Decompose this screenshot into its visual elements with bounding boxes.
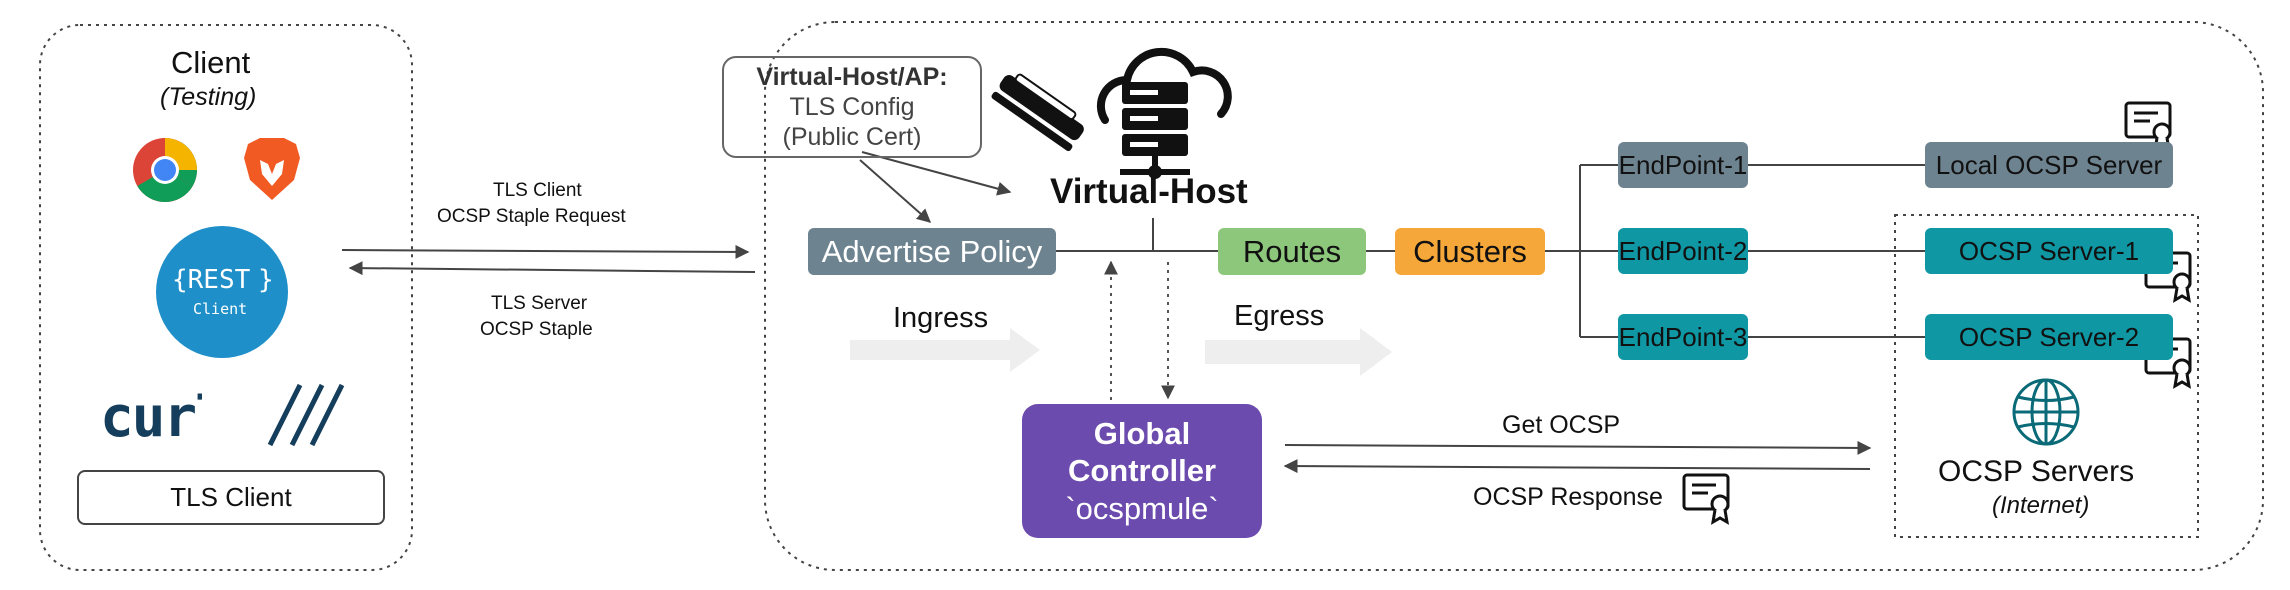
client-subtitle: (Testing) — [160, 83, 257, 111]
endpoint-2-label: EndPoint-2 — [1618, 235, 1748, 266]
server-cloud-icon — [1096, 47, 1232, 179]
client-title: Client — [171, 45, 251, 80]
get-ocsp-label: Get OCSP — [1502, 411, 1621, 439]
request-label-1: TLS Client — [493, 180, 582, 201]
clusters-label: Clusters — [1413, 233, 1527, 269]
endpoint-3-box: EndPoint-3 — [1618, 314, 1748, 360]
clusters-box: Clusters — [1395, 228, 1545, 275]
ingress-flow-arrow — [850, 328, 1040, 372]
controller-line3: `ocspmule` — [1065, 490, 1219, 526]
advertise-policy-label: Advertise Policy — [821, 233, 1043, 269]
rest-logo-brace-right: } — [258, 265, 274, 295]
endpoint-1-label: EndPoint-1 — [1618, 149, 1748, 180]
ocsp-server-2-box: OCSP Server-2 — [1925, 314, 2173, 360]
request-label-2: OCSP Staple Request — [437, 206, 626, 227]
local-ocsp-server-box: Local OCSP Server — [1925, 142, 2173, 188]
virtual-host-title: Virtual-Host — [1050, 172, 1248, 211]
advertise-policy-box: Advertise Policy — [808, 228, 1056, 275]
egress-flow-arrow — [1205, 328, 1392, 376]
vhost-config-box: Virtual-Host/AP: TLS Config (Public Cert… — [722, 56, 982, 158]
global-controller-box: Global Controller `ocspmule` — [1022, 404, 1262, 538]
controller-line2: Controller — [1067, 453, 1217, 489]
routes-label: Routes — [1242, 233, 1342, 269]
endpoint-2-box: EndPoint-2 — [1618, 228, 1748, 274]
brave-icon — [244, 138, 300, 200]
ocsp-server-2-label: OCSP Server-2 — [1958, 321, 2140, 352]
ocsp-servers-group-border — [1894, 214, 2199, 538]
rest-client-logo — [156, 226, 288, 358]
ocsp-server-1-label: OCSP Server-1 — [1958, 235, 2140, 266]
config-to-virtualhost-arrow — [861, 151, 1012, 196]
endpoint-1-box: EndPoint-1 — [1618, 142, 1748, 188]
rest-logo-brace-left: {REST — [172, 265, 251, 295]
tls-client-box: TLS Client — [77, 470, 385, 525]
local-ocsp-server-label: Local OCSP Server — [1935, 149, 2163, 180]
egress-label: Egress — [1234, 300, 1325, 332]
response-label-1: TLS Server — [491, 293, 588, 314]
ocsp-servers-title: OCSP Servers — [1938, 455, 2135, 488]
ocsp-server-1-box: OCSP Server-1 — [1925, 228, 2173, 274]
ocsp-servers-subtitle: (Internet) — [1992, 492, 2090, 519]
vhost-config-line2: TLS Config — [789, 93, 915, 121]
tls-client-label: TLS Client — [170, 482, 292, 512]
client-group-border — [39, 24, 413, 571]
config-to-policy-arrow — [859, 159, 932, 223]
ocsp-response-arrow — [1283, 459, 1871, 474]
virtual-host-group-border — [764, 21, 2264, 571]
globe-icon — [2012, 378, 2080, 446]
request-arrow — [341, 244, 750, 259]
chrome-icon — [133, 138, 197, 202]
stapler-icon — [991, 73, 1084, 152]
controller-line1: Global — [1093, 416, 1191, 452]
get-ocsp-arrow — [1284, 440, 1872, 455]
response-arrow — [348, 261, 756, 276]
curl-logo-slashes — [267, 383, 345, 447]
rest-logo-client-text: Client — [193, 300, 248, 318]
vhost-config-line3: (Public Cert) — [782, 123, 922, 151]
response-label-2: OCSP Staple — [480, 319, 593, 340]
curl-logo: curl:// — [100, 385, 323, 450]
vhost-config-title: Virtual-Host/AP: — [756, 63, 948, 91]
ingress-label: Ingress — [893, 302, 989, 334]
routes-box: Routes — [1218, 228, 1366, 275]
certificate-icon-response — [1682, 473, 1730, 525]
ocsp-response-label: OCSP Response — [1473, 483, 1663, 511]
endpoint-3-label: EndPoint-3 — [1618, 321, 1748, 352]
